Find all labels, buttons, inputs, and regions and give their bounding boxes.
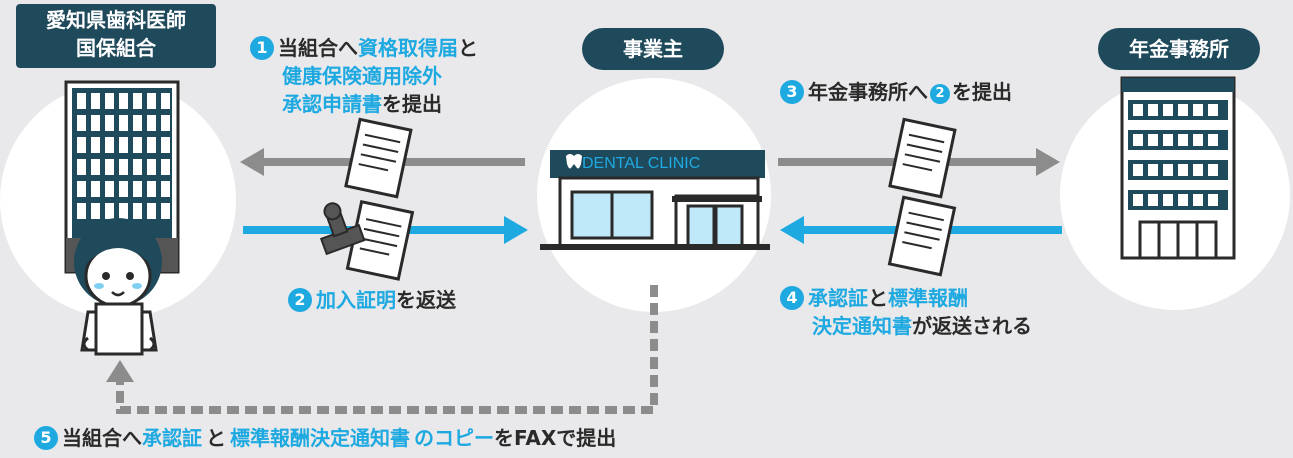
document-icon [888,117,957,199]
union-label: 愛知県歯科医師 国保組合 [16,4,216,68]
step3-post: を提出 [952,80,1012,104]
step4-hl1: 承認証 [808,286,868,310]
step5-hl2: 標準報酬決定通知書 [230,426,410,450]
step1-hl3: 承認申請書 [282,92,382,116]
arrow-step5-dashed [106,285,658,414]
step5-mid: と [206,426,226,450]
step3-number: 3 [780,80,804,104]
staff-person-icon [74,218,162,356]
step2-post: を返送 [396,288,456,312]
step1-pre: 当組合へ [278,36,358,60]
step4-number: 4 [780,286,804,310]
step5-post: をFAXで提出 [494,426,617,450]
step5-hl3: のコピー [414,426,494,450]
step1-line2: 健康保険適用除外 [250,62,478,90]
document-icon [344,117,413,199]
step2-hl: 加入証明 [316,288,396,312]
step4-hl3: 決定通知書 [812,314,912,338]
step2-number: 2 [288,288,312,312]
step1-hl1: 資格取得届 [358,36,458,60]
dental-clinic-icon [540,150,770,250]
step1-line3: 承認申請書を提出 [250,90,478,118]
step3-pre: 年金事務所へ [808,80,928,104]
union-label-line2: 国保組合 [76,36,156,60]
pension-office-label: 年金事務所 [1098,28,1260,70]
employer-label: 事業主 [582,28,724,70]
step1-post: を提出 [382,92,442,116]
clinic-sign-text: DENTAL CLINIC [582,155,701,172]
step5-hl1: 承認証 [142,426,202,450]
step1-number: 1 [250,36,274,60]
union-label-line1: 愛知県歯科医師 [46,8,186,32]
stamped-document-icon [319,199,415,281]
step4-post: が返送される [912,314,1032,338]
step4-line2: 決定通知書が返送される [780,312,1032,340]
step3-ref-number: 2 [930,84,950,104]
step5-number: 5 [34,426,58,450]
step4-mid: と [868,286,888,310]
step4-hl2: 標準報酬 [888,286,968,310]
document-icon [887,195,957,277]
step1-hl2: 健康保険適用除外 [282,64,442,88]
step1-mid: と [458,36,478,60]
step5-pre: 当組合へ [62,426,142,450]
pension-building-icon [1120,76,1236,260]
